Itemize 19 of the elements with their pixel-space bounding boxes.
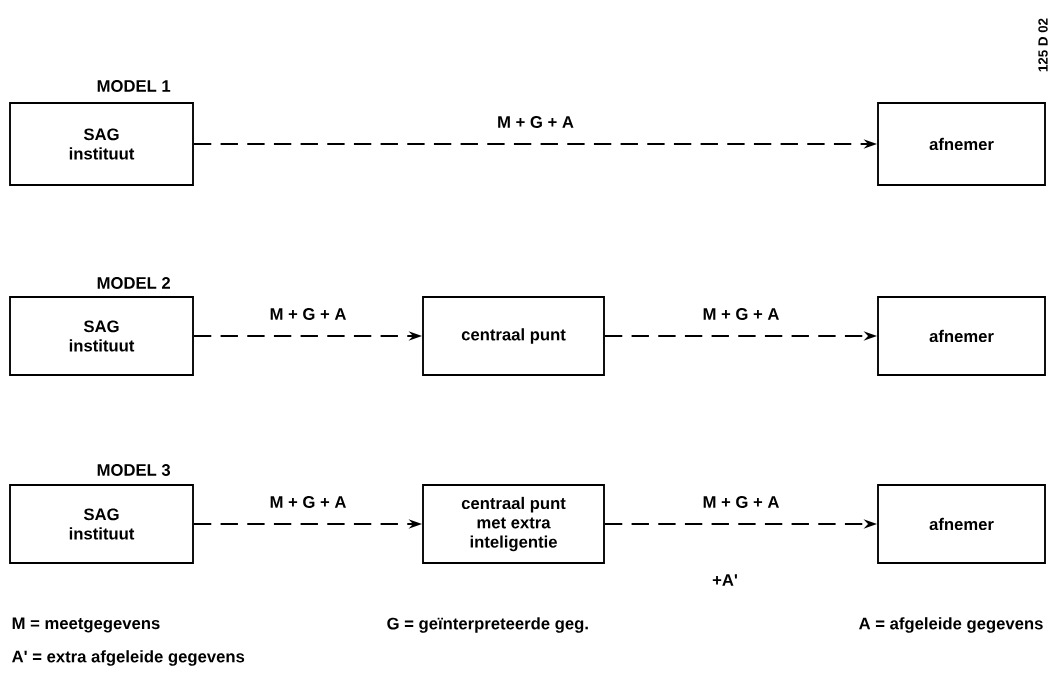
edge-label: M + G + A	[703, 308, 779, 320]
edge-label: M + G + A	[703, 496, 779, 508]
legend-text: M = meetgegevens	[12, 617, 160, 633]
edge-label: M + G + A	[270, 308, 346, 320]
process-box: SAG instituut	[9, 296, 194, 376]
figure-code: 125 D 02	[1038, 18, 1048, 72]
process-box: centraal punt	[422, 296, 605, 376]
process-box: afnemer	[877, 102, 1046, 186]
process-box: SAG instituut	[9, 102, 194, 186]
process-box: afnemer	[877, 484, 1046, 564]
legend-text: G = geïnterpreteerde geg.	[387, 617, 588, 633]
edge-label: M + G + A	[270, 496, 346, 508]
edge-note: +A'	[712, 574, 737, 586]
process-box: SAG instituut	[9, 484, 194, 564]
process-box: afnemer	[877, 296, 1046, 376]
edge-label: M + G + A	[498, 116, 574, 128]
legend-text: A = afgeleide gegevens	[859, 617, 1043, 633]
process-box: centraal punt met extra inteligentie	[422, 484, 605, 564]
legend-text: A' = extra afgeleide gegevens	[12, 650, 245, 666]
